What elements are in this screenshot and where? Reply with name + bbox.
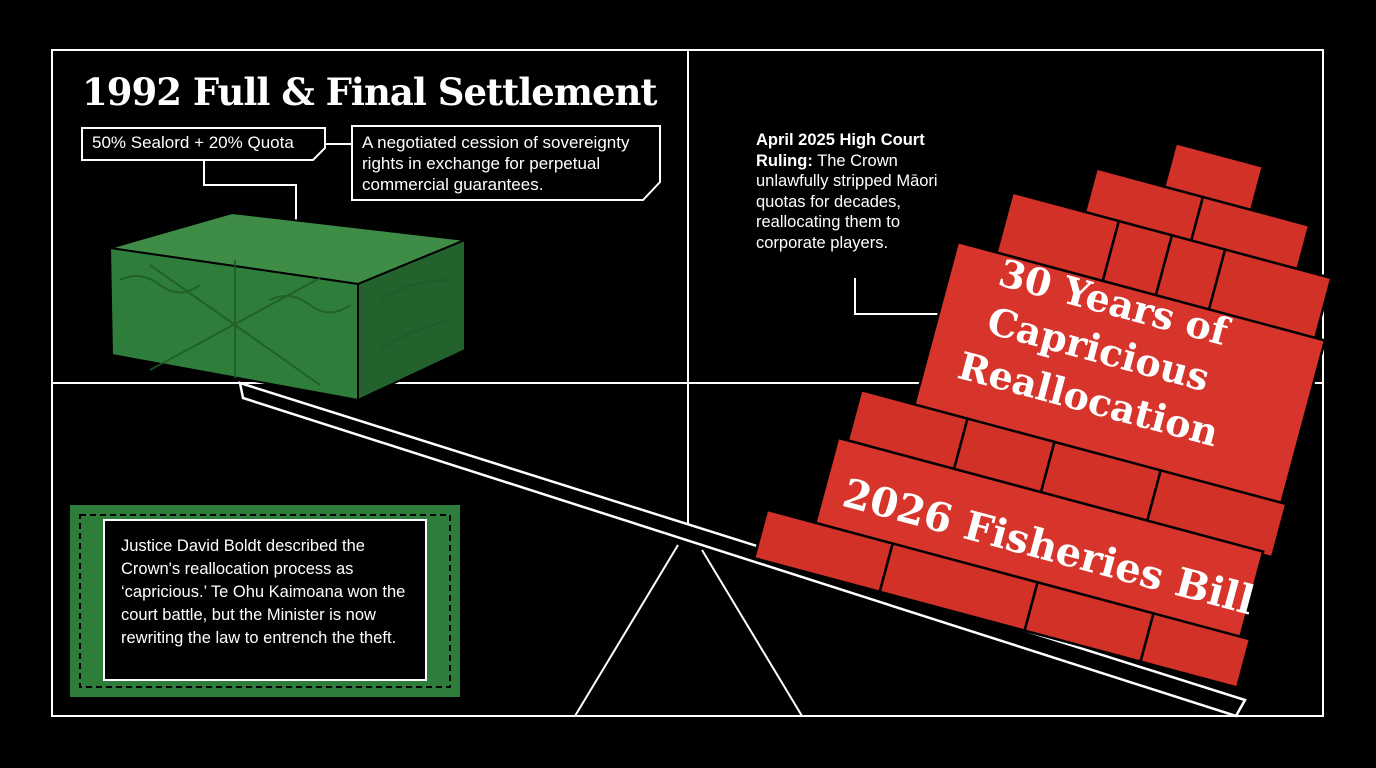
ruling-heading: April 2025 High Court Ruling: bbox=[756, 131, 925, 170]
settlement-description-box bbox=[351, 125, 661, 201]
ruling-body: The Crown unlawfully stripped Māori quot… bbox=[756, 151, 938, 252]
fulcrum bbox=[574, 544, 803, 717]
ruling-note: April 2025 High Court Ruling: The Crown … bbox=[756, 130, 956, 253]
settlement-label: 50% Sealord + 20% Quota bbox=[92, 133, 294, 152]
settlement-block bbox=[108, 211, 469, 402]
settlement-description: A negotiated cession of sovereignty righ… bbox=[362, 133, 630, 194]
justice-note-panel bbox=[70, 505, 460, 697]
callout-connectors bbox=[203, 143, 950, 315]
page-title: 1992 Full & Final Settlement bbox=[82, 70, 658, 114]
reallocation-pile bbox=[752, 141, 1333, 690]
justice-note: Justice David Boldt described the Crown'… bbox=[121, 537, 406, 647]
settlement-label-box bbox=[81, 127, 326, 161]
